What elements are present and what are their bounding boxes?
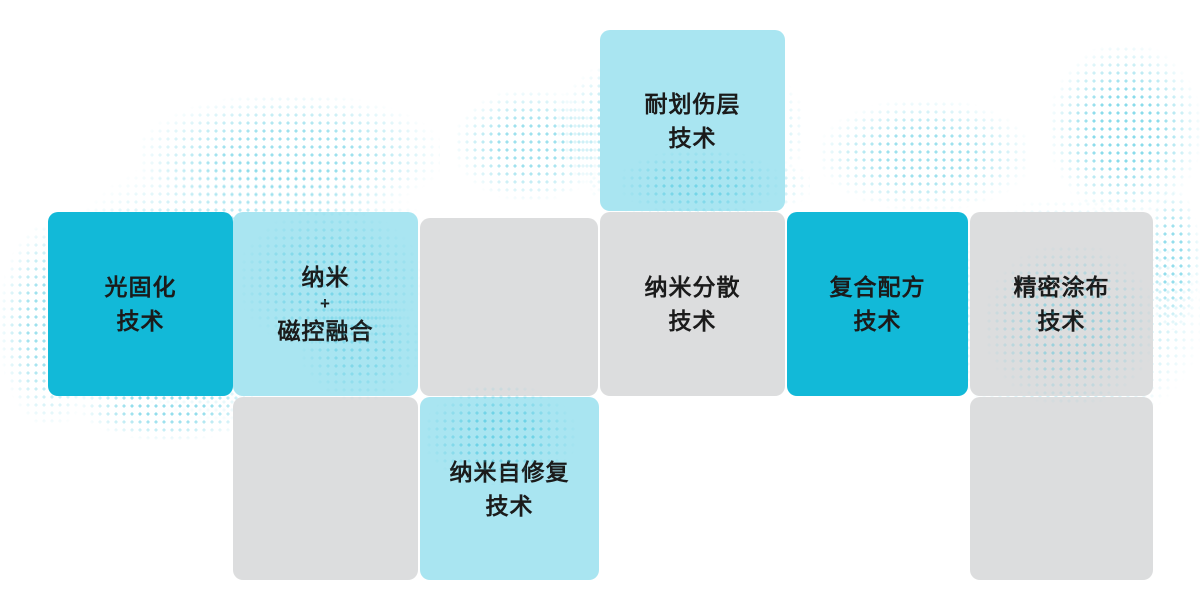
tile-label-line: 纳米分散 — [644, 274, 741, 300]
tile-scratch-resistant-layer: 耐划伤层 技术 — [600, 30, 785, 211]
world-map-dots — [140, 95, 440, 215]
tile-empty — [420, 218, 598, 396]
tile-label-line: 复合配方 — [829, 274, 926, 300]
tile-label: 耐划伤层 技术 — [645, 87, 741, 155]
tile-label-line: 纳米自修复 — [449, 458, 570, 485]
plus-sign: + — [320, 294, 331, 313]
tile-label: 光固化 技术 — [105, 270, 177, 338]
tile-label: 复合配方 技术 — [830, 270, 926, 338]
tile-photocuring: 光固化 技术 — [48, 212, 233, 396]
world-map-dots — [1050, 45, 1200, 215]
tile-empty — [233, 397, 418, 580]
tile-label-line: 技术 — [668, 124, 717, 151]
tile-label-line: 光固化 — [104, 274, 177, 300]
tile-precision-coating: 精密涂布 技术 — [970, 212, 1153, 396]
tile-label: 纳米分散 技术 — [645, 270, 741, 338]
tile-label-line: 技术 — [1037, 308, 1086, 334]
tile-label-line: 技术 — [668, 308, 717, 334]
tile-composite-formula: 复合配方 技术 — [787, 212, 968, 396]
tile-label: 纳米自修复 技术 — [450, 455, 570, 523]
tile-empty — [970, 397, 1153, 580]
tile-label-line: 技术 — [485, 492, 534, 519]
world-map-dots — [1145, 190, 1200, 330]
tile-label-line: 技术 — [116, 308, 165, 334]
tile-label-line: 耐划伤层 — [644, 90, 741, 117]
tile-label-line: 精密涂布 — [1013, 274, 1110, 300]
tile-label-line: 技术 — [853, 308, 902, 334]
tile-nano-dispersion: 纳米分散 技术 — [600, 212, 785, 396]
tile-nano-magnetron-fusion: 纳米 + 磁控融合 — [233, 212, 418, 396]
tile-label-line: 纳米 — [301, 264, 350, 290]
tile-label: 精密涂布 技术 — [1014, 270, 1110, 338]
tile-label: 纳米 + 磁控融合 — [278, 260, 374, 348]
world-map-dots — [820, 100, 1030, 210]
tile-nano-self-repair: 纳米自修复 技术 — [420, 397, 599, 580]
world-map-dots — [455, 90, 605, 200]
tile-label-line: 磁控融合 — [277, 318, 374, 344]
